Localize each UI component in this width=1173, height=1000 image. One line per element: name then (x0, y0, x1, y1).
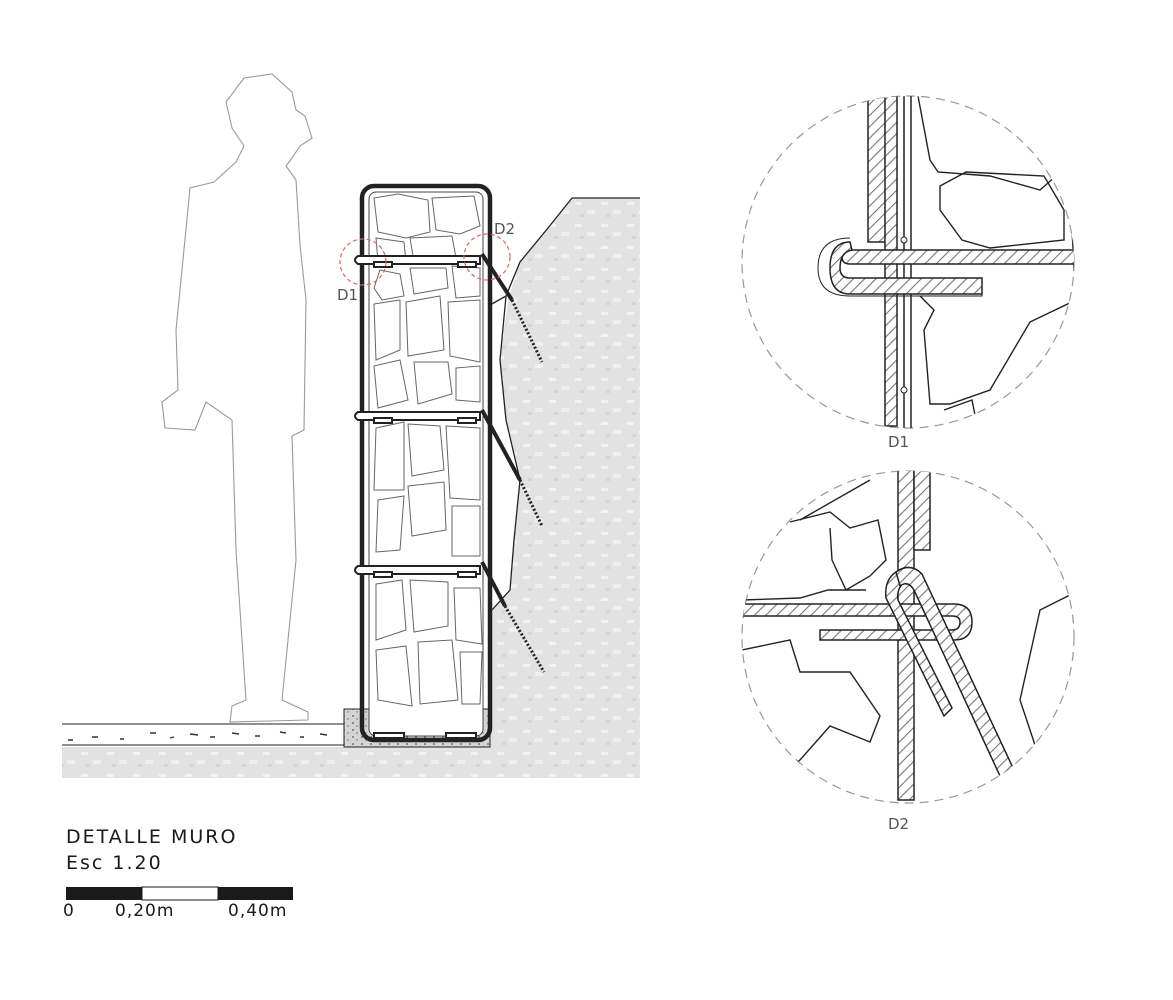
callout-circle-d1[interactable] (339, 238, 387, 286)
scalebar-tick-0: 0 (63, 901, 75, 921)
callout-circle-d2[interactable] (463, 233, 511, 281)
scale-bar (66, 886, 293, 901)
detail-label-d1: D1 (888, 433, 910, 451)
scalebar-tick-1: 0,20m (115, 901, 175, 921)
drawing-scale: Esc 1.20 (66, 852, 163, 874)
human-silhouette (161, 73, 313, 723)
detail-d1[interactable] (741, 95, 1080, 440)
ground-terrain (62, 197, 640, 778)
detail-d2[interactable] (740, 470, 1080, 804)
rock-anchors (480, 252, 546, 673)
drawing-title: DETALLE MURO (66, 826, 238, 848)
gabion-wall (354, 183, 493, 743)
callout-label-d2: D2 (494, 220, 516, 238)
detail-label-d2: D2 (888, 815, 910, 833)
scalebar-tick-2: 0,40m (228, 901, 288, 921)
callout-label-d1: D1 (337, 286, 359, 304)
